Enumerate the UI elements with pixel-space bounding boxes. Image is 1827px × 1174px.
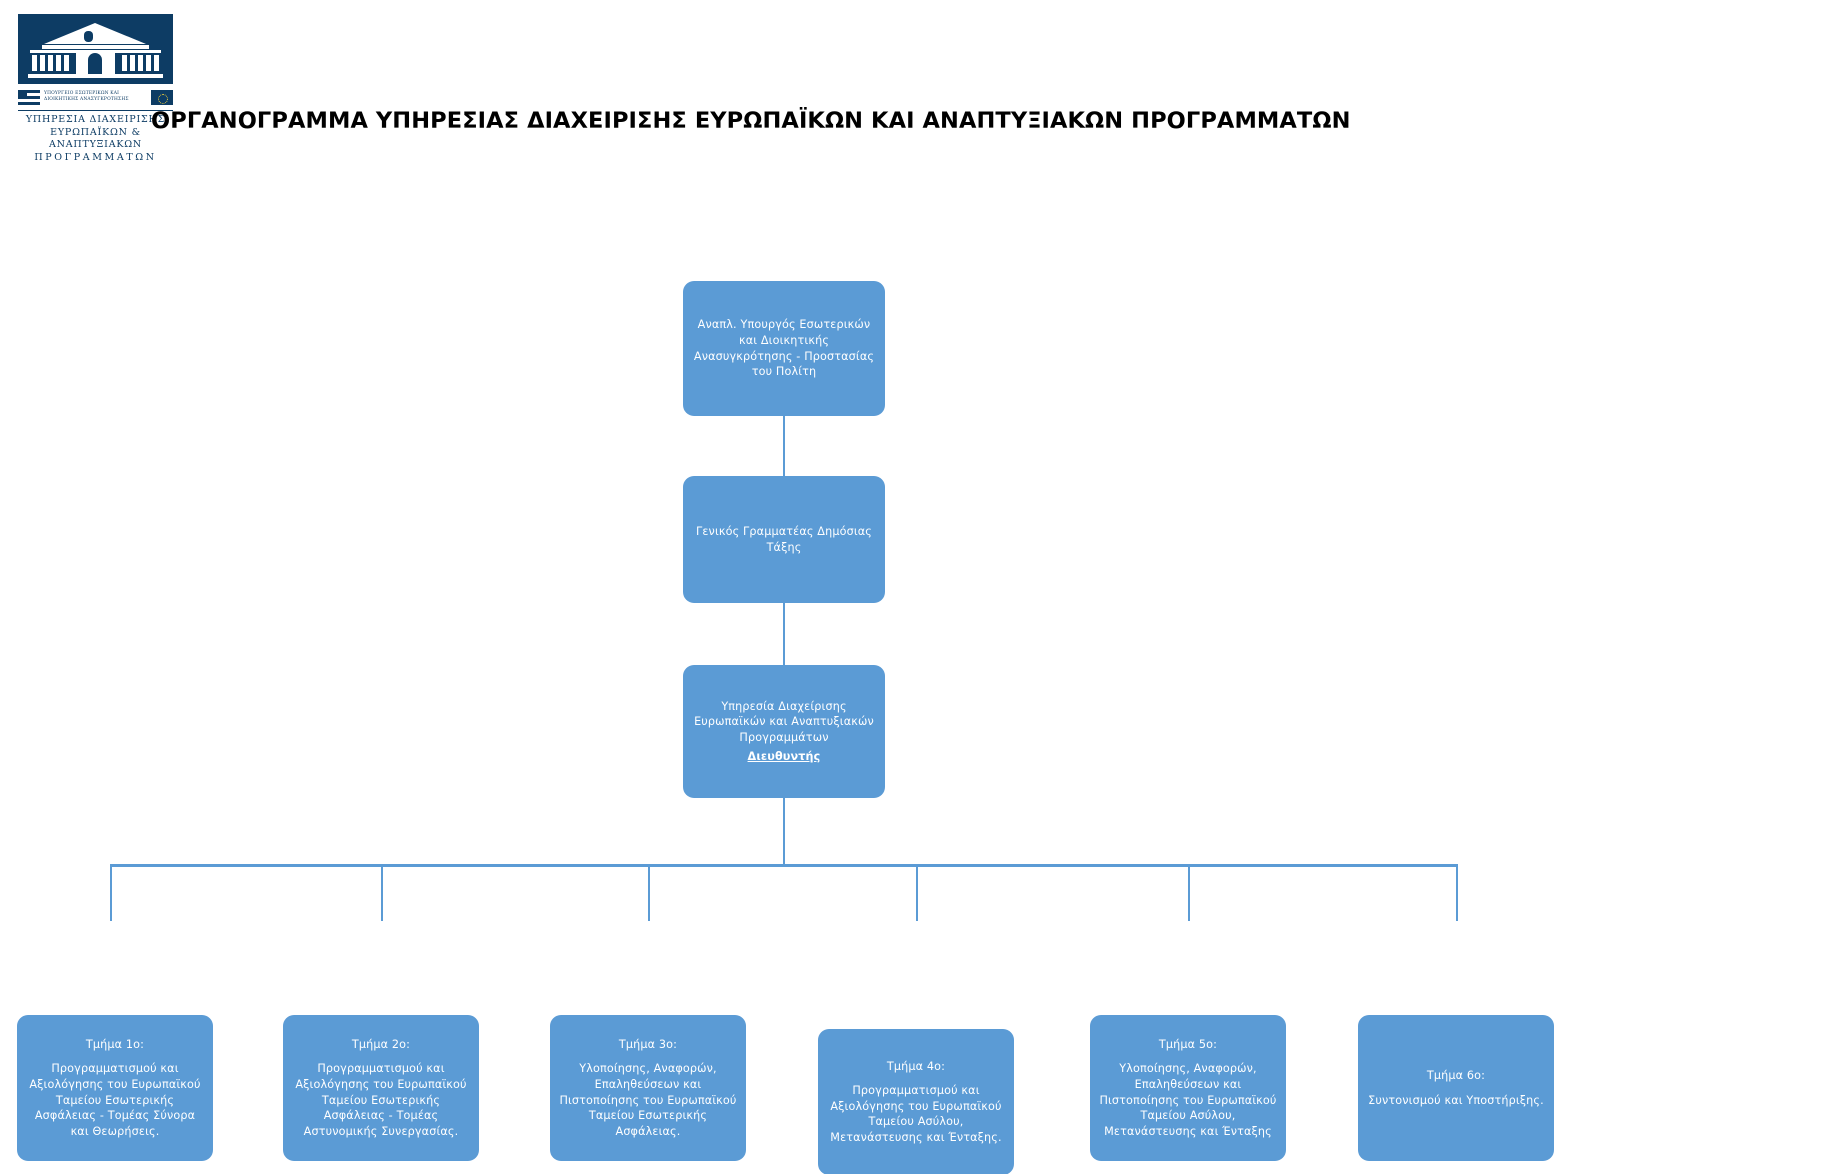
connector-bus-to-department-2 bbox=[381, 864, 383, 921]
node-department-4-heading: Τμήμα 4ο: bbox=[886, 1059, 946, 1073]
node-department-4-text: Τμήμα 4ο: Προγραμματισμού και Αξιολόγηση… bbox=[825, 1059, 1007, 1146]
node-department-5-body: Υλοποίησης, Αναφορών, Επαληθεύσεων και Π… bbox=[1099, 1062, 1277, 1138]
node-managing-authority-text: Υπηρεσία Διαχείρισης Ευρωπαϊκών και Αναπ… bbox=[690, 699, 878, 764]
node-department-6-text: Τμήμα 6ο: Συντονισμού και Υποστήριξης. bbox=[1365, 1068, 1547, 1108]
connector-bus-to-department-3 bbox=[648, 864, 650, 921]
node-department-6[interactable]: Τμήμα 6ο: Συντονισμού και Υποστήριξης. bbox=[1358, 1015, 1554, 1161]
connector-department-bus bbox=[110, 864, 1458, 867]
ministry-name-text: ΥΠΟΥΡΓΕΙΟ ΕΣΩΤΕΡΙΚΩΝ ΚΑΙ ΔΙΟΙΚΗΤΙΚΗΣ ΑΝΑ… bbox=[44, 91, 147, 103]
node-secretary-general-label: Γενικός Γραμματέας Δημόσιας Τάξης bbox=[695, 524, 873, 554]
node-department-5-heading: Τμήμα 5ο: bbox=[1158, 1037, 1218, 1051]
logo-divider bbox=[18, 110, 173, 111]
node-department-6-heading: Τμήμα 6ο: bbox=[1426, 1068, 1486, 1082]
node-department-6-body: Συντονισμού και Υποστήριξης. bbox=[1368, 1093, 1544, 1107]
node-managing-authority[interactable]: Υπηρεσία Διαχείρισης Ευρωπαϊκών και Αναπ… bbox=[683, 665, 885, 798]
page-title: ΟΡΓΑΝΟΓΡΑΜΜΑ ΥΠΗΡΕΣΙΑΣ ΔΙΑΧΕΙΡΙΣΗΣ ΕΥΡΩΠ… bbox=[151, 108, 1351, 134]
page-header: ΥΠΟΥΡΓΕΙΟ ΕΣΩΤΕΡΙΚΩΝ ΚΑΙ ΔΙΟΙΚΗΤΙΚΗΣ ΑΝΑ… bbox=[0, 0, 1827, 163]
node-department-4-body: Προγραμματισμού και Αξιολόγησης του Ευρω… bbox=[830, 1084, 1002, 1144]
node-department-2-text: Τμήμα 2ο: Προγραμματισμού και Αξιολόγηση… bbox=[290, 1037, 472, 1140]
node-department-2-heading: Τμήμα 2ο: bbox=[351, 1037, 411, 1051]
agency-name-line3: ΠΡΟΓΡΑΜΜΑΤΩΝ bbox=[34, 151, 157, 163]
node-department-5-text: Τμήμα 5ο: Υλοποίησης, Αναφορών, Επαληθεύ… bbox=[1097, 1037, 1279, 1140]
node-department-3-heading: Τμήμα 3ο: bbox=[618, 1037, 678, 1051]
node-department-2[interactable]: Τμήμα 2ο: Προγραμματισμού και Αξιολόγηση… bbox=[283, 1015, 479, 1161]
node-department-3[interactable]: Τμήμα 3ο: Υλοποίησης, Αναφορών, Επαληθεύ… bbox=[550, 1015, 746, 1161]
node-department-2-body: Προγραμματισμού και Αξιολόγησης του Ευρω… bbox=[295, 1062, 467, 1138]
node-managing-authority-role: Διευθυντής bbox=[747, 749, 821, 763]
node-department-3-text: Τμήμα 3ο: Υλοποίησης, Αναφορών, Επαληθεύ… bbox=[557, 1037, 739, 1140]
european-union-flag-icon bbox=[151, 89, 173, 105]
node-department-5[interactable]: Τμήμα 5ο: Υλοποίησης, Αναφορών, Επαληθεύ… bbox=[1090, 1015, 1286, 1161]
node-secretary-general[interactable]: Γενικός Γραμματέας Δημόσιας Τάξης bbox=[683, 476, 885, 603]
node-department-1-body: Προγραμματισμού και Αξιολόγησης του Ευρω… bbox=[29, 1062, 201, 1138]
connector-secretary-to-authority bbox=[783, 603, 785, 665]
connector-bus-to-department-4 bbox=[916, 864, 918, 921]
agency-name-line2: ΕΥΡΩΠΑΪΚΩΝ & ΑΝΑΠΤΥΞΙΑΚΩΝ bbox=[48, 126, 143, 151]
node-department-4[interactable]: Τμήμα 4ο: Προγραμματισμού και Αξιολόγηση… bbox=[818, 1029, 1014, 1174]
node-department-1-text: Τμήμα 1ο: Προγραμματισμού και Αξιολόγηση… bbox=[24, 1037, 206, 1140]
greek-flag-icon bbox=[18, 89, 40, 105]
ministry-logo: ΥΠΟΥΡΓΕΙΟ ΕΣΩΤΕΡΙΚΩΝ ΚΑΙ ΔΙΟΙΚΗΤΙΚΗΣ ΑΝΑ… bbox=[18, 14, 173, 163]
ministry-name-line2: ΔΙΟΙΚΗΤΙΚΗΣ ΑΝΑΣΥΓΚΡΟΤΗΣΗΣ bbox=[44, 97, 129, 102]
agency-name-line1: ΥΠΗΡΕΣΙΑ ΔΙΑΧΕΙΡΙΣΗΣ bbox=[25, 114, 166, 125]
node-deputy-minister[interactable]: Αναπλ. Υπουργός Εσωτερικών και Διοικητικ… bbox=[683, 281, 885, 416]
connector-bus-to-department-6 bbox=[1456, 864, 1458, 921]
node-deputy-minister-label: Αναπλ. Υπουργός Εσωτερικών και Διοικητικ… bbox=[693, 318, 875, 379]
ministry-name-line1: ΥΠΟΥΡΓΕΙΟ ΕΣΩΤΕΡΙΚΩΝ ΚΑΙ bbox=[44, 91, 120, 96]
connector-authority-to-bus bbox=[783, 798, 785, 865]
classical-building-icon bbox=[18, 14, 173, 84]
agency-name-text: ΥΠΗΡΕΣΙΑ ΔΙΑΧΕΙΡΙΣΗΣ ΕΥΡΩΠΑΪΚΩΝ & ΑΝΑΠΤΥ… bbox=[18, 114, 173, 164]
connector-minister-to-secretary bbox=[783, 416, 785, 478]
connector-bus-to-department-5 bbox=[1188, 864, 1190, 921]
node-department-3-body: Υλοποίησης, Αναφορών, Επαληθεύσεων και Π… bbox=[559, 1062, 737, 1138]
node-department-1[interactable]: Τμήμα 1ο: Προγραμματισμού και Αξιολόγηση… bbox=[17, 1015, 213, 1161]
node-managing-authority-label: Υπηρεσία Διαχείρισης Ευρωπαϊκών και Αναπ… bbox=[694, 699, 874, 744]
connector-bus-to-department-1 bbox=[110, 864, 112, 921]
logo-flag-band: ΥΠΟΥΡΓΕΙΟ ΕΣΩΤΕΡΙΚΩΝ ΚΑΙ ΔΙΟΙΚΗΤΙΚΗΣ ΑΝΑ… bbox=[18, 86, 173, 108]
node-department-1-heading: Τμήμα 1ο: bbox=[85, 1037, 145, 1051]
